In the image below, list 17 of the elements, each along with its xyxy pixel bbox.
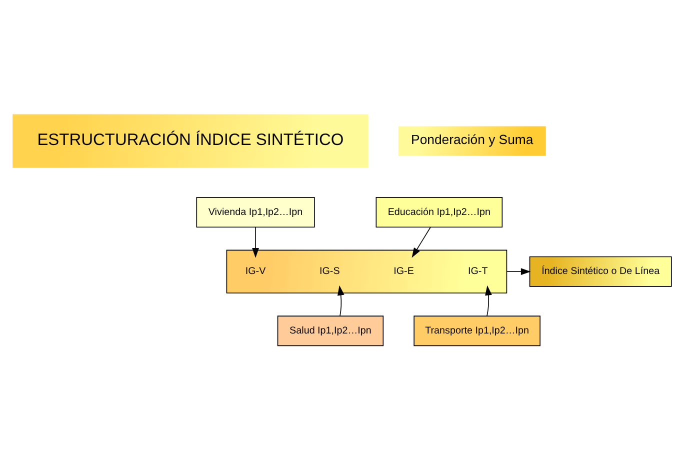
node-box: Educación Ip1,Ip2…Ipn xyxy=(376,196,503,228)
arrow xyxy=(412,226,431,258)
node-text: IG-E xyxy=(394,266,414,277)
node-text: IG-V xyxy=(245,266,266,277)
node-box: ESTRUCTURACIÓN ÍNDICE SINTÉTICO xyxy=(12,114,368,168)
arrow xyxy=(506,268,531,275)
node-text: IG-T xyxy=(468,266,488,277)
node-box: Índice Sintético o De Línea xyxy=(529,256,672,286)
arrow xyxy=(252,226,259,258)
arrow xyxy=(337,284,344,316)
cluster xyxy=(226,249,508,293)
arrow xyxy=(485,284,492,316)
node-box: Ponderación y Suma xyxy=(398,126,546,156)
node-box: Salud Ip1,Ip2…Ipn xyxy=(277,315,384,346)
node-box: Transporte Ip1,Ip2…Ipn xyxy=(414,315,540,346)
node-text: IG-S xyxy=(319,266,340,277)
node-box: Vivienda Ip1,Ip2…Ipn xyxy=(196,196,315,228)
